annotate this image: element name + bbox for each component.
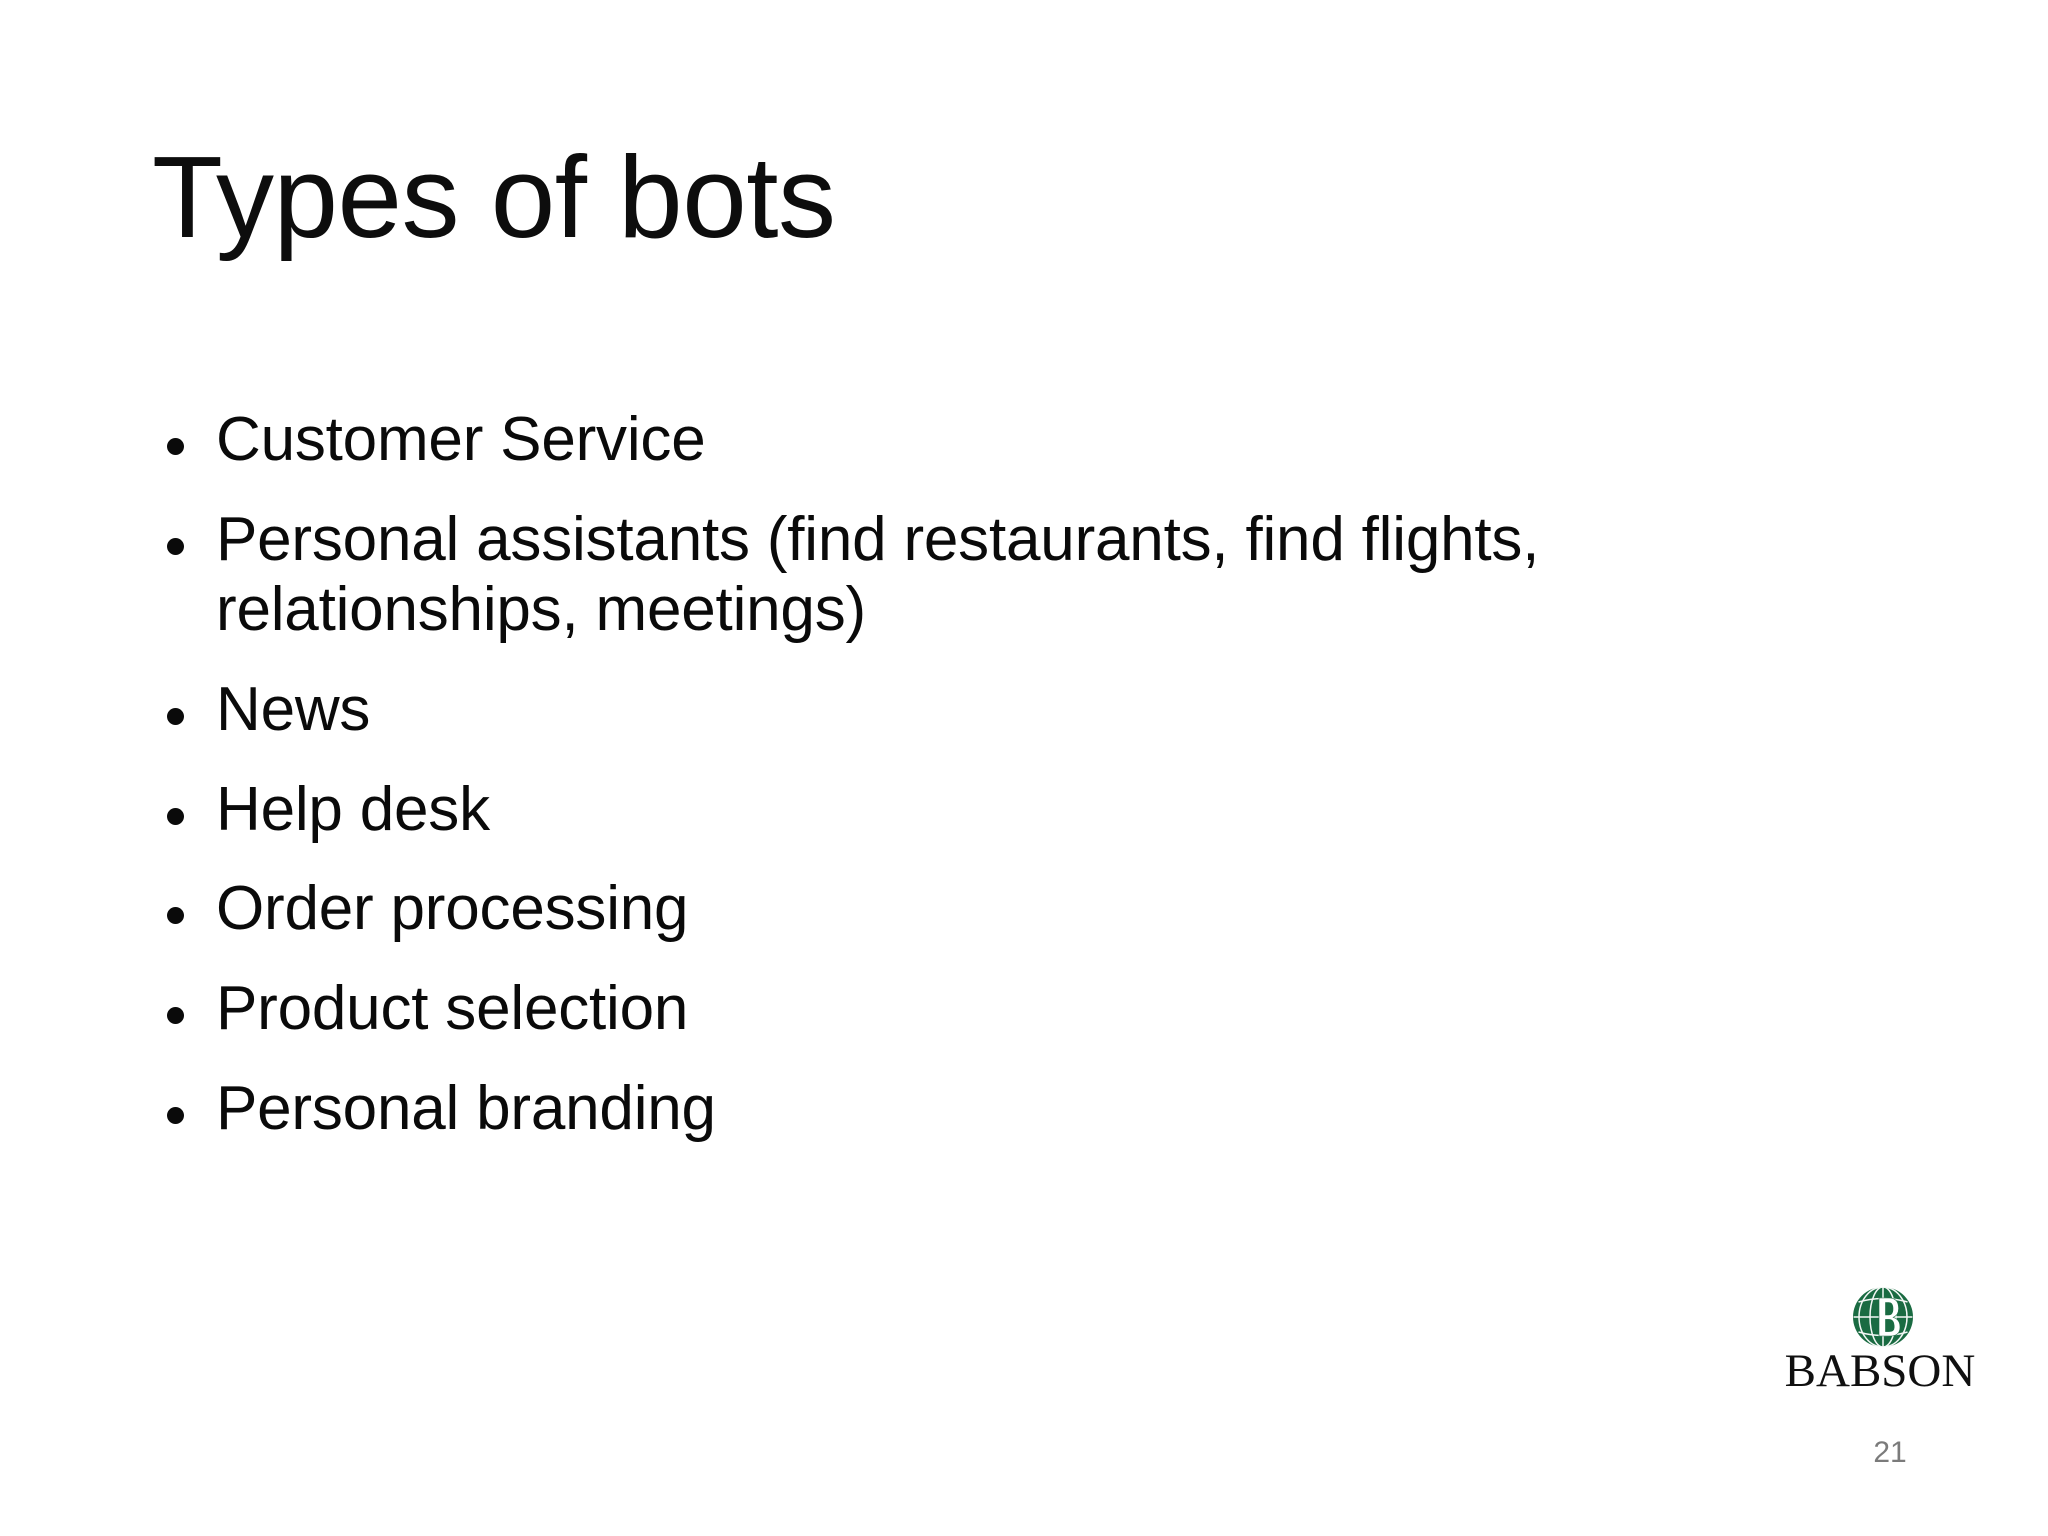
list-item-label: Personal assistants (find restaurants, f… [216, 504, 1540, 645]
list-item-label: News [216, 675, 371, 745]
list-item: Personal branding [150, 1074, 1810, 1145]
babson-logo: BABSON [1780, 1286, 1980, 1397]
babson-wordmark: BABSON [1784, 1345, 1976, 1397]
list-item-label: Product selection [216, 974, 689, 1044]
list-item-label: Personal branding [216, 1073, 716, 1143]
list-item-label: Order processing [216, 874, 689, 944]
slide-page-number: 21 [1873, 1436, 1907, 1469]
bullet-list: Customer Service Personal assistants (fi… [150, 405, 1810, 1144]
globe-b-monogram-icon [1853, 1286, 1913, 1348]
list-item: Help desk [150, 775, 1810, 846]
list-item-label: Customer Service [216, 405, 706, 474]
list-item: News [150, 675, 1810, 746]
list-item: Product selection [150, 974, 1810, 1045]
list-item: Personal assistants (find restaurants, f… [150, 505, 1810, 646]
list-item: Customer Service [150, 405, 1810, 476]
page-title: Types of bots [152, 132, 836, 262]
list-item: Order processing [150, 874, 1810, 945]
list-item-label: Help desk [216, 774, 490, 844]
